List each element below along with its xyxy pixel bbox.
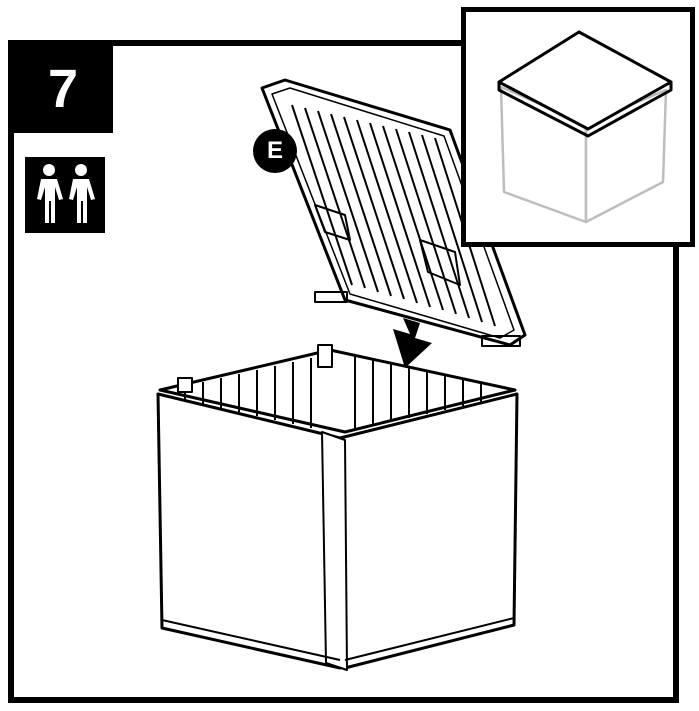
down-arrow-icon	[393, 318, 432, 368]
part-label: E	[267, 137, 283, 165]
storage-box-base-illustration	[158, 345, 517, 670]
assembled-box-drawing	[466, 12, 690, 242]
assembled-box-preview	[461, 7, 695, 247]
part-label-badge: E	[253, 129, 297, 173]
